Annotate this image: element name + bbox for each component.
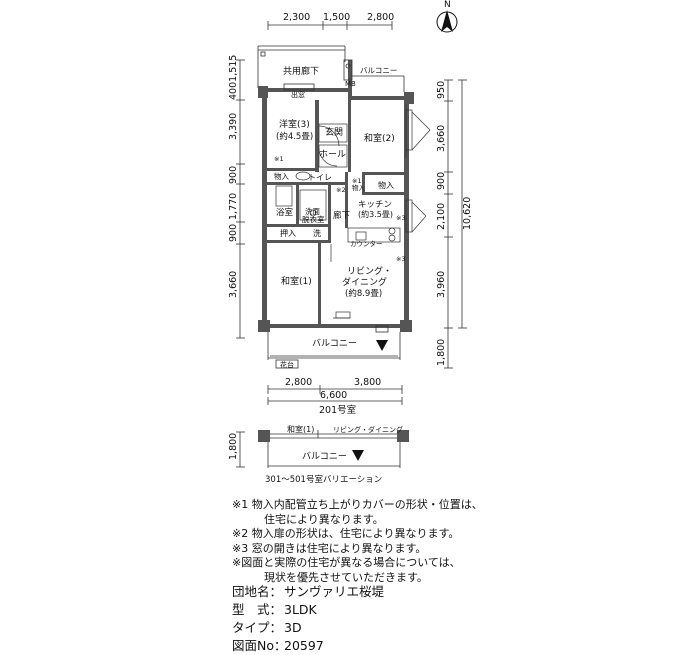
room-counter: カウンター — [350, 239, 383, 248]
room-balcony-bottom: バルコニー — [312, 338, 357, 349]
note-line: ※2 物入扉の形状は、住宅により異なります。 — [232, 527, 460, 540]
unit-walls — [258, 60, 414, 332]
variation-balcony: バルコニー — [302, 451, 347, 462]
bay-window — [283, 83, 315, 91]
note-line: ※3 窓の開きは住宅により異なります。 — [232, 541, 427, 555]
dim-right-6: 1,800 — [436, 339, 447, 366]
variation-caption: 301～501号室バリエーション — [265, 474, 382, 485]
room-corridor: 廊下 — [333, 210, 351, 221]
room-bath: 浴室 — [276, 207, 294, 218]
room-oshiire: 押入 — [280, 228, 296, 238]
arrow-down-icon — [376, 340, 388, 351]
info-value: 20597 — [284, 638, 324, 653]
info-value: 3LDK — [284, 602, 317, 617]
info-value: 3D — [284, 620, 302, 635]
note-mark-1a: ※1 — [274, 155, 284, 163]
property-info: 団地名：サンヴァリエ桜堤 型 式：3LDK タイプ：3D 図面No：20597 — [232, 583, 384, 655]
doors-fixtures — [275, 104, 431, 319]
variation-room-living: リビング・ダイニング — [333, 425, 403, 434]
dimension-right — [444, 79, 467, 369]
room-dressing: 脱衣室 — [302, 214, 325, 224]
north-label: N — [444, 0, 451, 10]
dim-left-4: 1,770 — [228, 193, 239, 220]
dim-right-total: 10,620 — [462, 197, 473, 230]
room-wash: 洗 — [313, 228, 321, 238]
room-japanese-2: 和室(2) — [364, 132, 395, 144]
room-balcony-top: バルコニー — [360, 66, 397, 75]
room-western-3: 洋室(3) — [279, 118, 310, 130]
dim-bottom-1: 2,800 — [285, 377, 312, 388]
variation-plan — [236, 430, 409, 468]
info-label: タイプ： — [232, 620, 283, 635]
room-kitchen: キッチン — [358, 200, 392, 210]
dim-right-5: 3,960 — [436, 271, 447, 298]
dim-top-2: 1,500 — [323, 12, 350, 23]
room-storage-3: 物入 — [378, 180, 394, 190]
room-dining: ダイニング — [342, 276, 387, 288]
info-label: 型 式： — [232, 602, 283, 617]
variation-room-japanese: 和室(1) — [287, 424, 314, 434]
dimension-top — [267, 21, 393, 30]
room-living: リビング・ — [347, 265, 392, 277]
room-bay-window: 出窓 — [291, 90, 305, 99]
room-mb: MB — [345, 80, 356, 88]
dim-left-3: 900 — [228, 166, 239, 184]
dim-right-2: 3,660 — [436, 125, 447, 152]
room-storage-2: 物入 — [352, 183, 366, 192]
info-row-drawing-no: 図面No：20597 — [232, 637, 384, 655]
dim-right-4: 2,100 — [436, 203, 447, 230]
room-living-size: (約8.9畳) — [345, 288, 382, 299]
variation-arrow-down-icon — [352, 450, 364, 461]
room-japanese-1: 和室(1) — [281, 275, 312, 287]
note-line: ※図面と実際の住宅が異なる場合については、 — [232, 556, 461, 569]
dim-left-6: 3,660 — [228, 271, 239, 298]
dimension-bottom — [267, 385, 403, 405]
interior-walls — [267, 100, 404, 325]
room-storage-1: 物入 — [274, 171, 289, 181]
info-label: 図面No： — [232, 638, 287, 653]
note-mark-2: ※2 — [336, 186, 346, 194]
dimension-left — [236, 59, 245, 339]
notes-block: ※1 物入内配管立ち上がりカバーの形状・位置は、 住宅により異なります。 ※2 … — [232, 498, 483, 585]
top-balcony — [343, 59, 405, 92]
room-hall: ホール — [319, 149, 346, 160]
info-label: 団地名： — [232, 584, 283, 599]
dim-top-3: 2,800 — [367, 12, 394, 23]
shared-corridor-area — [257, 45, 346, 88]
info-row-complex: 団地名：サンヴァリエ桜堤 — [232, 583, 384, 601]
variation-dim: 1,800 — [228, 433, 239, 460]
dim-top-1: 2,300 — [283, 12, 310, 23]
info-row-model: 型 式：3LDK — [232, 601, 384, 619]
dim-left-5: 900 — [228, 224, 239, 242]
room-shared-corridor: 共用廊下 — [283, 65, 319, 77]
dim-bottom-total: 6,600 — [320, 390, 347, 401]
room-western-3-size: (約4.5畳) — [276, 131, 313, 142]
dim-left-2: 3,390 — [228, 113, 239, 140]
room-washroom: 洗面 — [305, 206, 320, 216]
room-flower-stand: 花台 — [280, 360, 294, 369]
dim-right-3: 900 — [436, 172, 447, 190]
note-mark-3b: ※3 — [396, 255, 406, 263]
note-line: ※1 物入内配管立ち上がりカバーの形状・位置は、 — [232, 498, 483, 511]
north-arrow-icon: N — [436, 0, 458, 33]
info-row-type: タイプ：3D — [232, 619, 384, 637]
room-kitchen-size: (約3.5畳) — [358, 209, 393, 219]
note-line: 現状を優先させていただきます。 — [264, 570, 428, 584]
floor-plan-drawing: N 2,300 1,500 2,800 4001,515 3,390 900 1… — [228, 0, 473, 485]
note-mark-1b: ※1 — [352, 177, 362, 185]
dim-bottom-2: 3,800 — [354, 377, 381, 388]
room-genkan: 玄関 — [325, 126, 343, 138]
info-value: サンヴァリエ桜堤 — [284, 584, 385, 599]
plan-caption: 201号室 — [319, 404, 356, 416]
dim-right-1: 950 — [436, 81, 447, 99]
note-line: 住宅により異なります。 — [264, 512, 384, 526]
room-toilet: トイレ — [308, 173, 332, 182]
dim-left-1: 4001,515 — [228, 55, 239, 100]
balcony-bottom-area — [267, 325, 401, 369]
note-mark-3a: ※3 — [396, 214, 406, 222]
